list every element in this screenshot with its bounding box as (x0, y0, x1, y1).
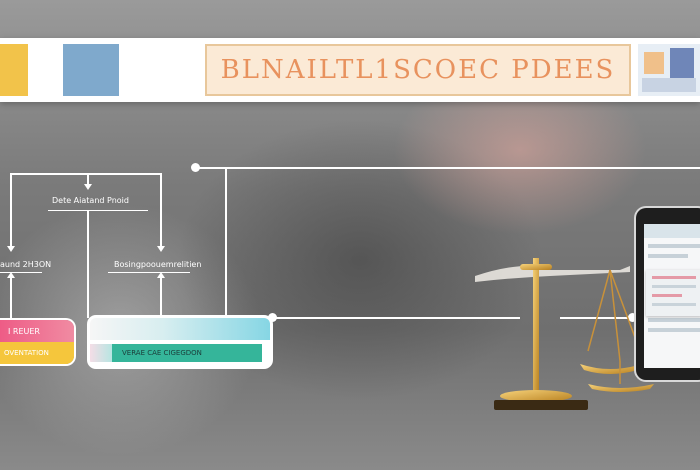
label-underline (108, 272, 190, 273)
connector-node (628, 313, 637, 322)
arrow-down-icon (84, 184, 92, 190)
flow-left-stem (10, 276, 12, 320)
arrow-down-icon (157, 246, 165, 252)
title-box: BLNAILTL1SCOEC PDEES (205, 44, 631, 96)
label-underline (48, 210, 148, 211)
connector-right-horizontal (560, 317, 640, 319)
bar-card: VERAE CAE CIGEGDON (90, 318, 270, 366)
flow-mid-label: Bosingpoouemrelitien (114, 260, 202, 269)
justice-scale-icon (475, 258, 654, 410)
flow-center-stem (87, 210, 89, 318)
connector-node (268, 313, 277, 322)
left-card: I REUER OVENTATION (0, 320, 74, 364)
connector-node (191, 163, 200, 172)
label-underline (0, 272, 42, 273)
arrow-down-icon (7, 246, 15, 252)
flow-center-drop (87, 173, 89, 185)
connector-mid-horizontal (272, 317, 520, 319)
thumbnail-image (638, 44, 700, 96)
connector-top-horizontal (195, 167, 700, 169)
banner-title: BLNAILTL1SCOEC PDEES (220, 55, 616, 85)
connector-drop (225, 168, 227, 318)
flow-top-bar (10, 173, 162, 175)
flow-left-label: aund 2H3ON (0, 260, 52, 269)
bar-card-label: VERAE CAE CIGEGDON (112, 344, 262, 362)
yellow-swatch (0, 44, 28, 96)
left-card-bottom: OVENTATION (0, 342, 74, 364)
flow-mid-stem (160, 276, 162, 318)
left-card-top: I REUER (0, 320, 74, 342)
tablet-card (646, 270, 700, 316)
flow-top-label: Dete Aiatand Pnoid (52, 196, 129, 205)
flow-left-drop (10, 173, 12, 247)
flow-right-drop (160, 173, 162, 247)
tablet-screen (644, 224, 700, 368)
arrow-up-icon (157, 272, 165, 278)
blue-swatch (63, 44, 119, 96)
arrow-up-icon (7, 272, 15, 278)
